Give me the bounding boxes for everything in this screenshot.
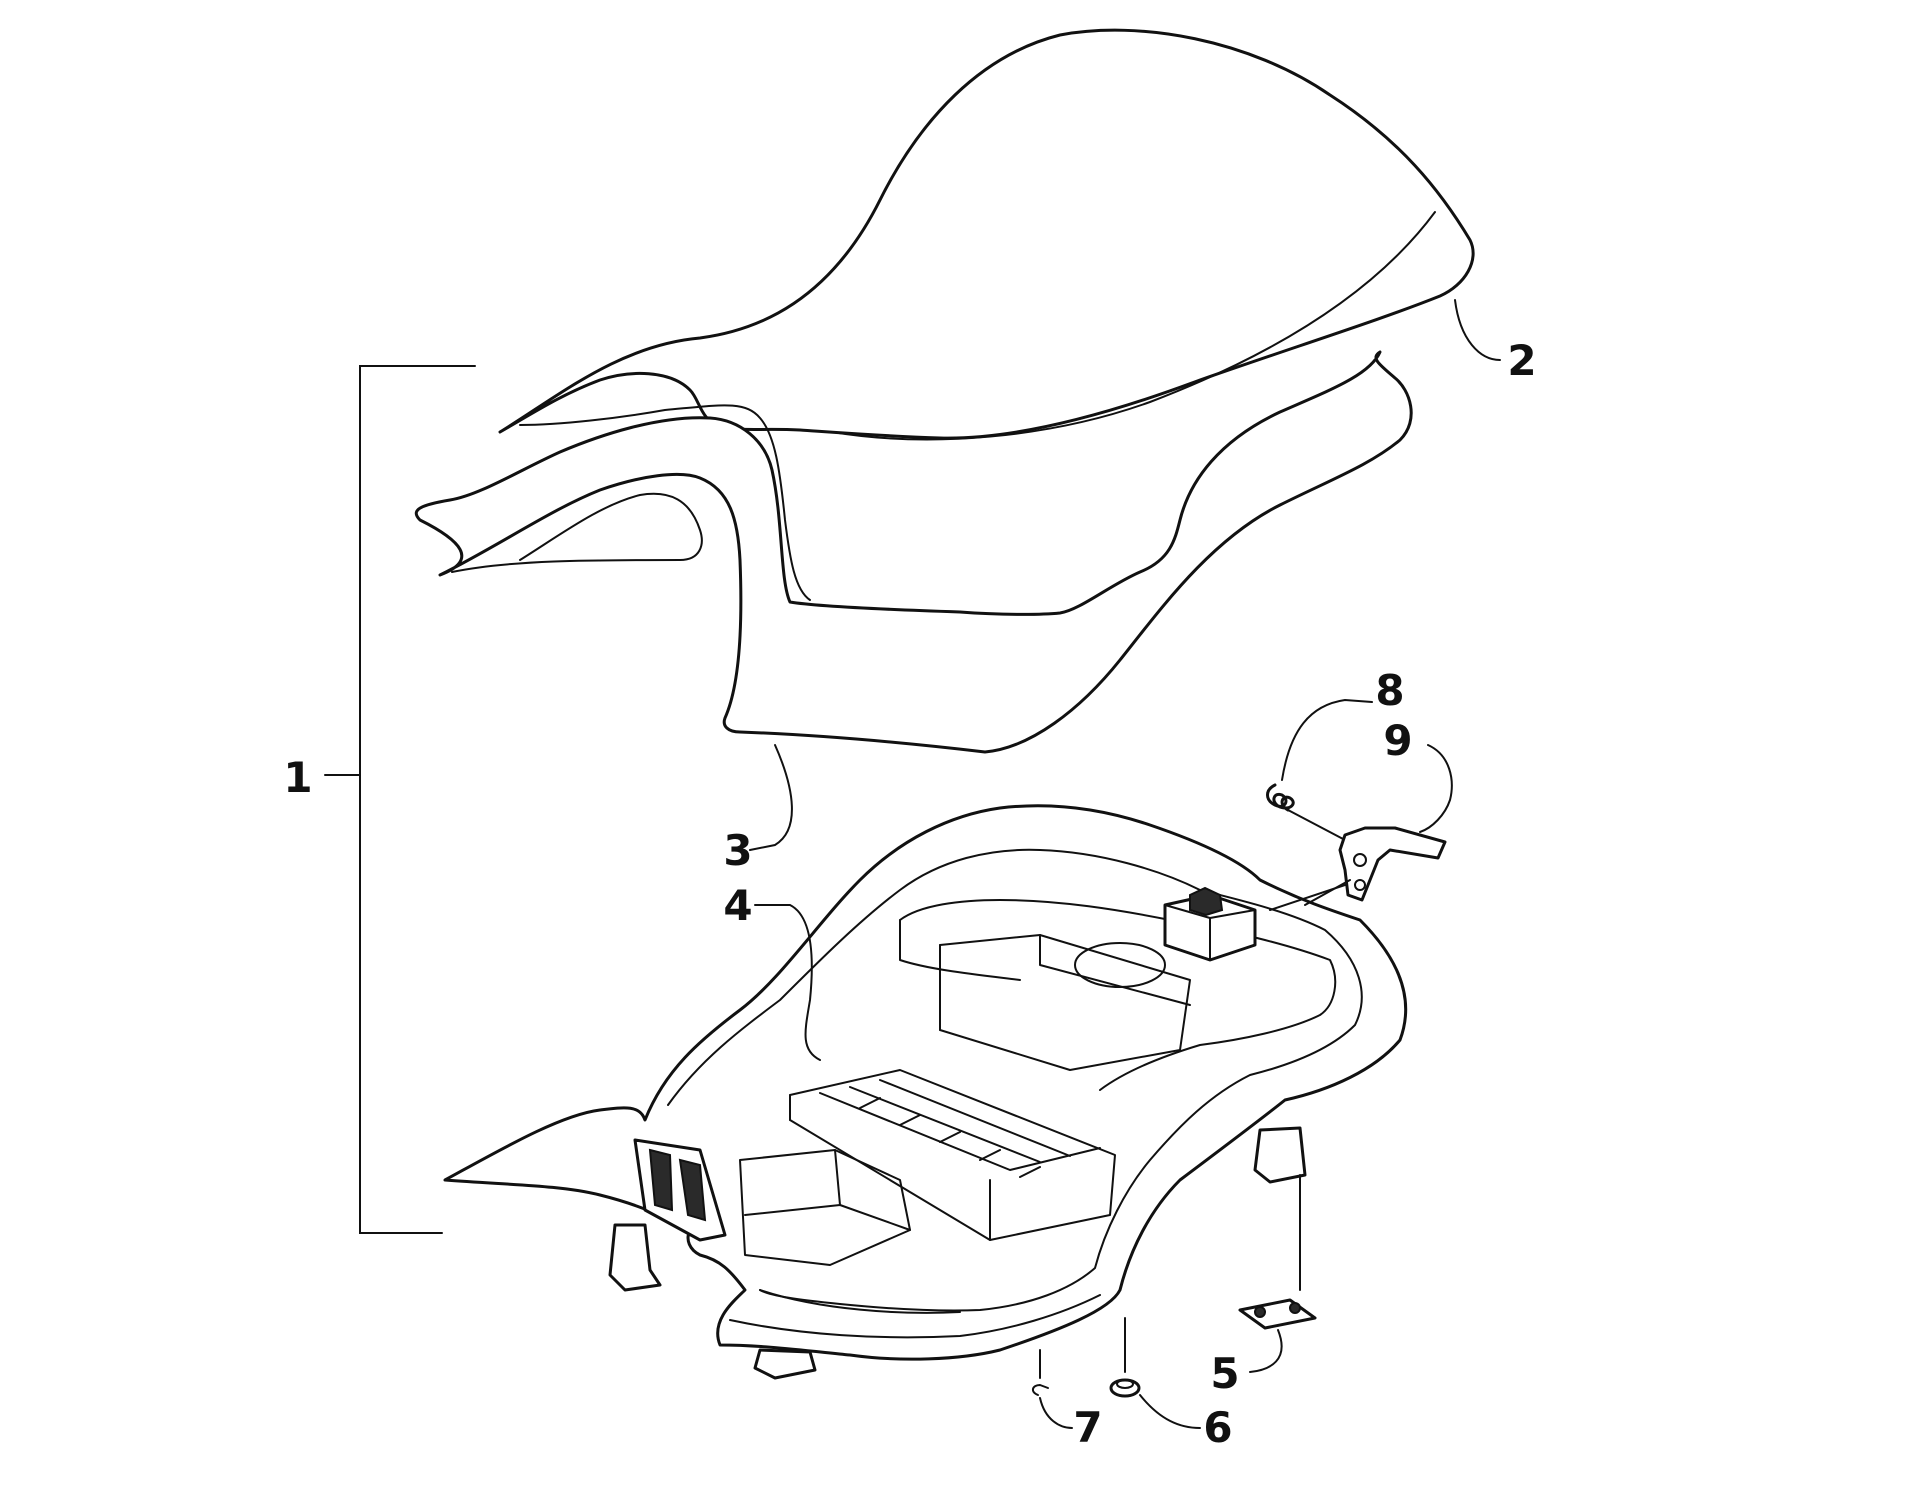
leader-latch-to-base bbox=[1269, 884, 1346, 911]
leader-5 bbox=[1249, 1329, 1283, 1373]
callout-3: 3 bbox=[723, 826, 752, 875]
leader-2 bbox=[1454, 299, 1501, 361]
leader-9 bbox=[1419, 744, 1453, 833]
leader-4 bbox=[754, 904, 821, 1061]
leader-6 bbox=[1139, 1394, 1201, 1429]
callout-5: 5 bbox=[1210, 1349, 1239, 1398]
grommet-part bbox=[1109, 1317, 1141, 1398]
leader-8 bbox=[1281, 698, 1373, 781]
callout-8: 8 bbox=[1375, 666, 1404, 715]
leader-7 bbox=[1039, 1397, 1073, 1429]
callout-1: 1 bbox=[283, 753, 312, 802]
seat-cover-part bbox=[498, 28, 1475, 601]
callout-6: 6 bbox=[1203, 1403, 1232, 1452]
latch-plate-part bbox=[1238, 1174, 1317, 1330]
leader-3 bbox=[749, 744, 793, 851]
seat-foam-part bbox=[414, 350, 1413, 754]
callout-9: 9 bbox=[1383, 716, 1412, 765]
callout-7: 7 bbox=[1073, 1403, 1102, 1452]
assembly-bracket bbox=[324, 365, 476, 1234]
clip-part bbox=[1032, 1349, 1049, 1396]
latch-lever-part bbox=[1304, 826, 1447, 906]
callout-2: 2 bbox=[1507, 336, 1536, 385]
seat-base-part bbox=[443, 804, 1408, 1380]
callout-4: 4 bbox=[723, 881, 752, 930]
spring-part bbox=[1266, 783, 1346, 841]
